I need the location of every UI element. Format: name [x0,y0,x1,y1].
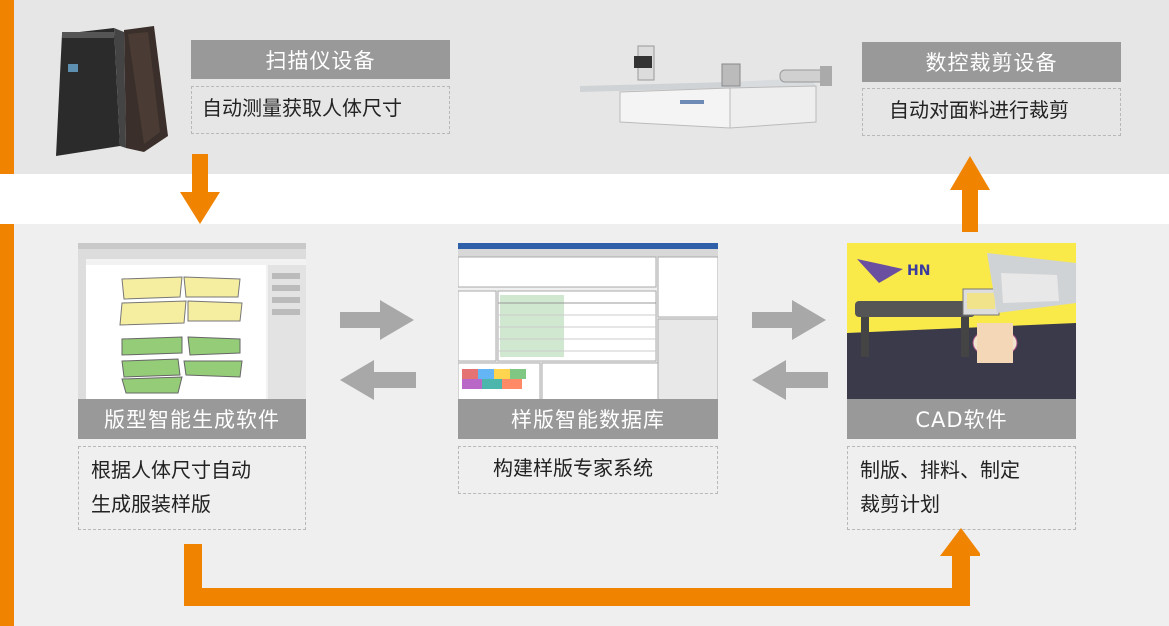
left-orange-bar-bottom [0,224,14,626]
database-software-screenshot [458,243,718,403]
arrow-database-to-cad [752,300,826,340]
pattern-software-title: 版型智能生成软件 [78,399,306,439]
pattern-software-desc: 根据人体尺寸自动 生成服装样版 [78,446,306,530]
pattern-software-desc-line-1: 根据人体尺寸自动 [91,458,251,482]
svg-text:HN: HN [907,263,930,279]
arrow-pattern-to-database [340,300,414,340]
cad-desc-line-1: 制版、排料、制定 [860,458,1020,482]
cnc-cutter-image [580,42,836,130]
pattern-to-cad-bottom-arrow [184,528,980,606]
scanner-title: 扫描仪设备 [191,40,450,79]
pattern-software-desc-line-2: 生成服装样版 [91,492,211,516]
cutter-desc: 自动对面料进行裁剪 [862,88,1121,136]
database-desc: 构建样版专家系统 [458,446,718,494]
left-orange-bar-top [0,0,14,174]
arrow-database-to-pattern [340,360,416,400]
pattern-software-screenshot [78,243,306,403]
arrow-cad-to-database [752,360,828,400]
cad-desc-line-2: 裁剪计划 [860,492,940,516]
middle-band [0,174,1169,224]
database-title: 样版智能数据库 [458,399,718,439]
cad-title: CAD软件 [847,399,1076,439]
body-scanner-image [44,24,172,162]
cad-system-image: HN [847,243,1076,403]
cutter-title: 数控裁剪设备 [862,42,1121,82]
scanner-down-arrow [180,154,220,224]
cad-desc: 制版、排料、制定 裁剪计划 [847,446,1076,530]
scanner-desc: 自动测量获取人体尺寸 [191,86,450,134]
cutter-up-arrow [950,156,990,232]
